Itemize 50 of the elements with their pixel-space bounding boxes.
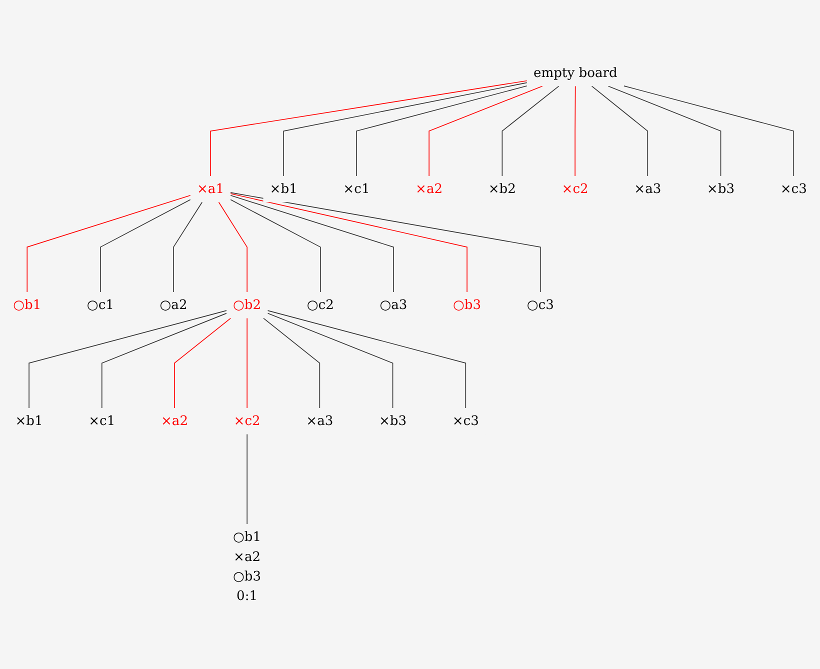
connector [608,86,722,176]
node-text: ×a2 [160,412,188,428]
connector [102,312,227,408]
node-text: ○b1 ×a2 ○b3 0:1 [233,528,262,604]
connector [263,318,320,408]
node-text: ×c2 [234,412,260,428]
node-text: ×a3 [306,412,334,428]
connector [230,199,321,292]
connector [100,199,191,292]
node-text: ×b3 [706,180,735,196]
connector [218,202,248,292]
node-text: ○b3 [452,296,482,312]
connector [246,318,248,408]
node-text: ×a3 [634,180,662,196]
connector [174,318,232,408]
node-text: ×c1 [343,180,370,196]
connector [624,86,794,176]
connector [26,195,191,292]
node-text: ○c2 [306,296,334,312]
node-text: ×b3 [378,412,407,428]
node-text: ×c2 [562,180,588,196]
node-text: ×a1 [196,180,224,196]
connector [591,86,648,176]
node-text: ×c3 [452,412,479,428]
connector [428,86,543,176]
connector [246,434,248,524]
connector [356,85,528,176]
node-text: ×b2 [488,180,516,196]
node-text: empty board [533,64,618,80]
connector [28,310,227,408]
node-text: ×c1 [88,412,116,428]
node-text: ○a2 [160,296,188,312]
connector [283,82,528,176]
connector [230,195,394,292]
connector [210,80,528,176]
node-text: ○b1 [13,296,42,312]
node-text: ×a2 [416,180,443,196]
node-text: ×b1 [15,412,43,428]
node-text: ○a3 [380,296,408,312]
connector [173,202,203,292]
node-text: ×c3 [780,180,807,196]
node-text: ○c3 [526,296,554,312]
connector [230,192,541,292]
connector [267,310,466,408]
connector [267,312,394,408]
node-text: ○c1 [86,296,114,312]
node-text: ○b2 [233,296,262,312]
connector [230,193,468,292]
connector [574,86,576,176]
connector [502,86,560,176]
